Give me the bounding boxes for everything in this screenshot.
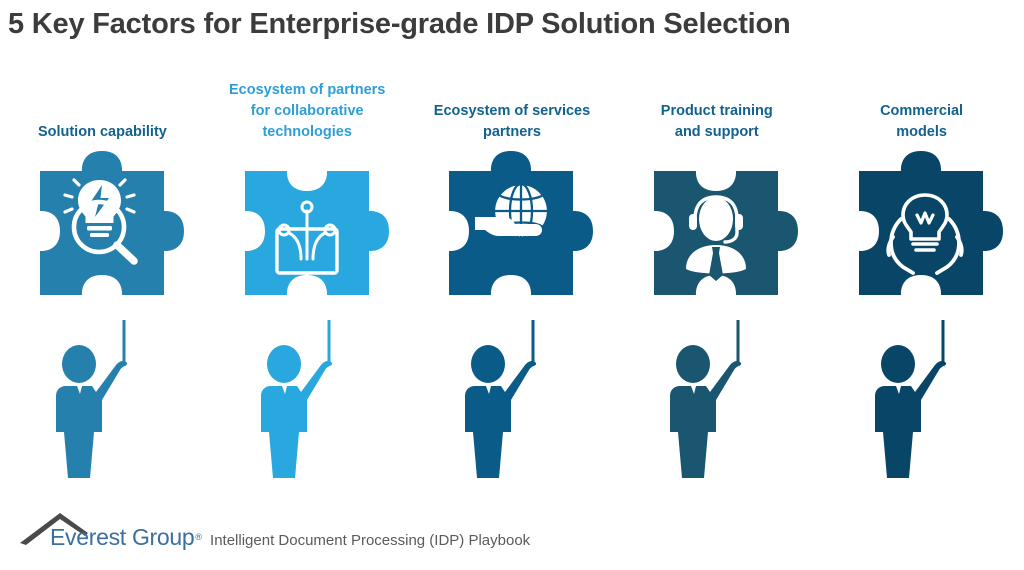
puzzle-piece-4[interactable]	[624, 149, 809, 324]
person-figure-2	[215, 320, 400, 492]
puzzle-piece-5-svg	[859, 151, 1004, 295]
person-glyph	[260, 345, 332, 478]
puzzle-shape	[244, 171, 389, 295]
factor-label-4: Product training and support	[660, 102, 773, 140]
factor-label-3: Ecosystem of services partners	[433, 102, 591, 140]
factor-column-1: Solution capability	[0, 72, 205, 492]
mountain-peak-icon	[20, 513, 88, 545]
magnifier-glyph	[71, 199, 138, 265]
person-figure-4-svg	[670, 320, 742, 478]
factor-column-5: Commercial models	[819, 72, 1024, 492]
factors-row: Solution capability	[0, 72, 1024, 492]
person-glyph	[875, 345, 947, 478]
puzzle-piece-3-svg	[449, 151, 594, 295]
puzzle-piece-2[interactable]	[215, 149, 400, 324]
hands-lightbulb-icon	[886, 193, 964, 275]
factor-column-3: Ecosystem of services partners	[410, 72, 615, 492]
logo-wordmark: Everest Group	[50, 524, 195, 550]
hand-glyph	[475, 217, 543, 236]
person-figure-5	[829, 320, 1014, 492]
person-figure-5-svg	[875, 320, 947, 478]
factor-label-2: Ecosystem of partners for collaborative …	[229, 81, 386, 140]
page-title: 5 Key Factors for Enterprise-grade IDP S…	[8, 8, 791, 40]
person-figure-3	[419, 320, 604, 492]
person-figure-4	[624, 320, 809, 492]
puzzle-piece-4-svg	[654, 171, 799, 295]
person-glyph	[465, 345, 537, 478]
person-figure-1	[10, 320, 195, 492]
footer-caption: Intelligent Document Processing (IDP) Pl…	[210, 532, 531, 549]
person-glyph	[55, 345, 128, 478]
registered-mark: ®	[195, 532, 203, 542]
person-figure-3-svg	[465, 320, 537, 478]
person-figure-1-svg	[55, 320, 128, 478]
factor-label-1: Solution capability	[37, 123, 167, 140]
puzzle-piece-3[interactable]	[419, 149, 604, 324]
hand-globe-icon	[475, 182, 550, 240]
puzzle-shape	[859, 151, 1004, 295]
footer: Everest Group ® Intelligent Document Pro…	[18, 506, 531, 550]
monitor-network-icon	[274, 200, 339, 287]
person-figure-2-svg	[260, 320, 332, 478]
person-glyph	[670, 345, 742, 478]
factor-label-5: Commercial models	[880, 102, 964, 140]
puzzle-piece-1-svg	[39, 151, 184, 295]
puzzle-piece-1[interactable]	[10, 149, 195, 324]
everest-group-logo: Everest Group ®	[18, 510, 203, 550]
lightbulb-magnifier-icon	[63, 178, 136, 214]
puzzle-piece-5[interactable]	[829, 149, 1014, 324]
puzzle-piece-2-svg	[244, 171, 389, 295]
headset-agent-icon	[686, 195, 747, 281]
factor-column-2: Ecosystem of partners for collaborative …	[205, 72, 410, 492]
factor-column-4: Product training and support	[614, 72, 819, 492]
